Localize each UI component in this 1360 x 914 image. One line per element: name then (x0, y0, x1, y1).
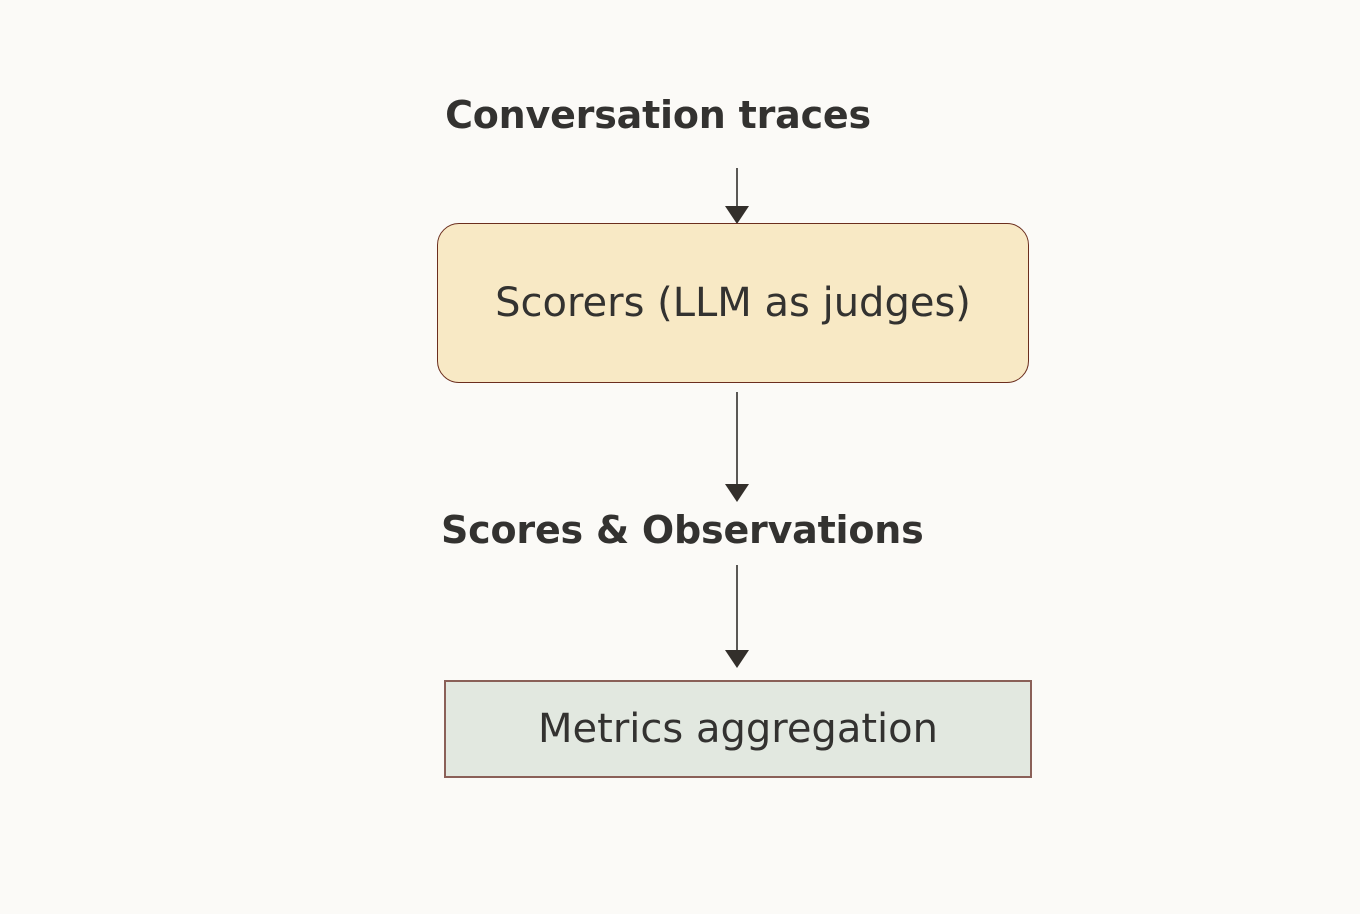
node-metrics-aggregation-label: Metrics aggregation (538, 706, 938, 752)
arrow-head-icon (725, 650, 749, 668)
node-scorers: Scorers (LLM as judges) (437, 223, 1029, 383)
node-scorers-label: Scorers (LLM as judges) (495, 280, 971, 326)
node-conversation-traces: Conversation traces (445, 93, 871, 137)
arrow-shaft (736, 565, 738, 650)
arrow-shaft (736, 168, 738, 206)
arrow-head-icon (725, 484, 749, 502)
arrow-head-icon (725, 206, 749, 224)
node-scores-observations: Scores & Observations (441, 508, 924, 552)
arrow-shaft (736, 392, 738, 484)
node-metrics-aggregation: Metrics aggregation (444, 680, 1032, 778)
